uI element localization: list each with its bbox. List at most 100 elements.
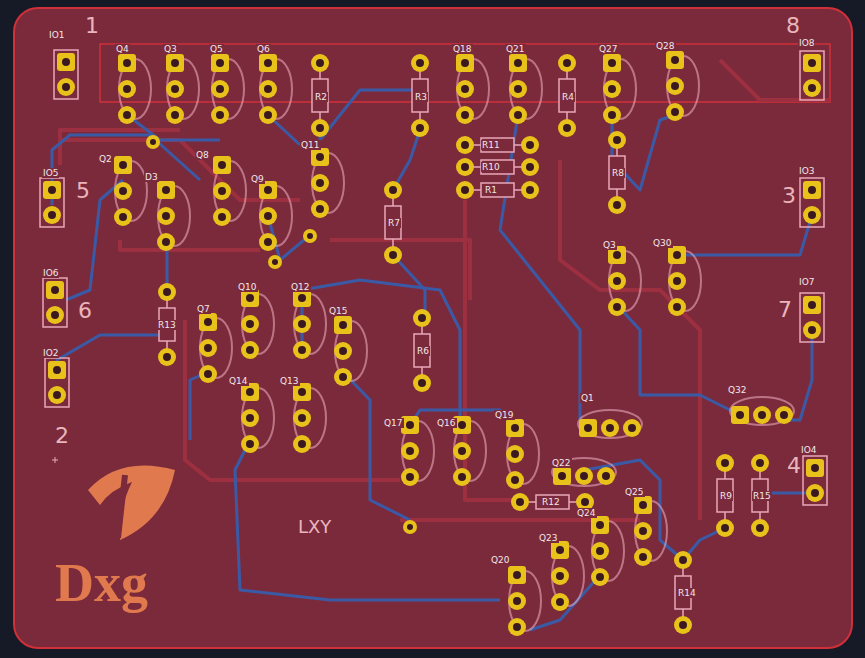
resistor (413, 309, 431, 392)
silkscreen-label: Q24 (576, 508, 597, 518)
header (800, 178, 824, 227)
connector-number: 1 (85, 13, 99, 38)
silkscreen-label: Q7 (196, 304, 211, 314)
diode (157, 181, 190, 251)
resistor (558, 54, 576, 137)
silkscreen-label: Q17 (383, 418, 404, 428)
transistor (578, 410, 642, 438)
connector-number: 6 (78, 298, 92, 323)
connector-number: 8 (786, 13, 800, 38)
silkscreen-label: Q5 (209, 44, 224, 54)
silkscreen-label: IO7 (798, 277, 815, 287)
transistor (311, 148, 344, 218)
silkscreen-label: IO4 (800, 445, 817, 455)
transistor (603, 54, 636, 124)
silkscreen-label: R14 (677, 588, 697, 598)
transistor (608, 246, 641, 316)
silkscreen-label: R2 (314, 92, 328, 102)
silkscreen-label: Q8 (195, 150, 210, 160)
silkscreen-label: Q10 (237, 282, 258, 292)
transistor (551, 541, 584, 611)
transistor (506, 419, 539, 489)
header (45, 358, 69, 407)
resistor (158, 283, 176, 366)
silkscreen-label: D3 (144, 172, 159, 182)
resistor (456, 158, 539, 176)
logo-text: Dxg (55, 552, 148, 614)
header (43, 278, 67, 327)
transistor (213, 156, 246, 226)
resistor (456, 136, 539, 154)
silkscreen-label: IO6 (42, 268, 59, 278)
silkscreen-label: Q12 (290, 282, 311, 292)
board-outline (14, 8, 852, 648)
resistor (311, 54, 329, 137)
top-traces (52, 90, 815, 630)
resistor (384, 181, 402, 264)
silkscreen-label: Q22 (551, 458, 572, 468)
silkscreen-label: Q3 (163, 44, 178, 54)
logo-mark (88, 466, 175, 541)
transistor (118, 54, 151, 124)
silkscreen-label: R12 (541, 497, 561, 507)
header (803, 456, 827, 505)
logo-mark (118, 475, 125, 538)
connector-number: 3 (782, 183, 796, 208)
transistor (293, 289, 326, 359)
connector-number: 4 (787, 453, 801, 478)
vias (146, 135, 690, 567)
transistor (668, 246, 701, 316)
transistor (634, 496, 667, 566)
silkscreen-label: R11 (481, 140, 501, 150)
transistor (241, 383, 274, 453)
silkscreen-label: Q15 (328, 306, 349, 316)
transistor (509, 54, 542, 124)
transistor (401, 416, 434, 486)
silkscreen-label: Q2 (98, 154, 113, 164)
transistor (730, 397, 794, 425)
silkscreen-label: Q27 (598, 44, 619, 54)
resistor (716, 454, 734, 537)
silkscreen-label: IO3 (798, 166, 815, 176)
silkscreen-label: R3 (414, 92, 428, 102)
silkscreen-label: R1 (484, 185, 498, 195)
silkscreen-label: IO2 (42, 348, 59, 358)
transistor (666, 51, 699, 121)
silkscreen-label: R4 (561, 92, 575, 102)
silkscreen-label: R10 (481, 162, 501, 172)
silkscreen-label: Q11 (300, 140, 321, 150)
transistor (211, 54, 244, 124)
transistor (293, 383, 326, 453)
connector-number: 5 (76, 178, 90, 203)
silkscreen-label: IO1 (48, 30, 65, 40)
silkscreen-label: Q20 (490, 555, 511, 565)
origin-mark (52, 457, 58, 463)
silkscreen-label: Q4 (115, 44, 130, 54)
silkscreen-label: Q18 (452, 44, 473, 54)
silkscreen-label: Q1 (580, 393, 595, 403)
silkscreen-label: R8 (611, 168, 625, 178)
silkscreen-label: Q30 (652, 238, 673, 248)
silkscreen-label: IO5 (42, 168, 59, 178)
silkscreen-label: R15 (752, 491, 772, 501)
transistor (456, 54, 489, 124)
silkscreen-label: R6 (416, 346, 430, 356)
silkscreen-label: Q9 (250, 174, 265, 184)
silkscreen-label: Q3 (602, 240, 617, 250)
board-author-text: LXY (298, 516, 331, 537)
transistor (114, 156, 147, 226)
silkscreen-label: Q16 (436, 418, 457, 428)
silkscreen-label: Q32 (727, 385, 748, 395)
silkscreen-label: Q13 (279, 376, 300, 386)
silkscreen-label: Q19 (494, 410, 515, 420)
components (40, 50, 827, 636)
silkscreen-label: R7 (387, 218, 401, 228)
connector-number: 7 (778, 297, 792, 322)
transistor (591, 516, 624, 586)
bottom-traces (60, 60, 830, 520)
transistor (259, 181, 292, 251)
transistor (552, 458, 616, 486)
silkscreen-label: Q21 (505, 44, 526, 54)
silkscreen-label: Q28 (655, 41, 676, 51)
